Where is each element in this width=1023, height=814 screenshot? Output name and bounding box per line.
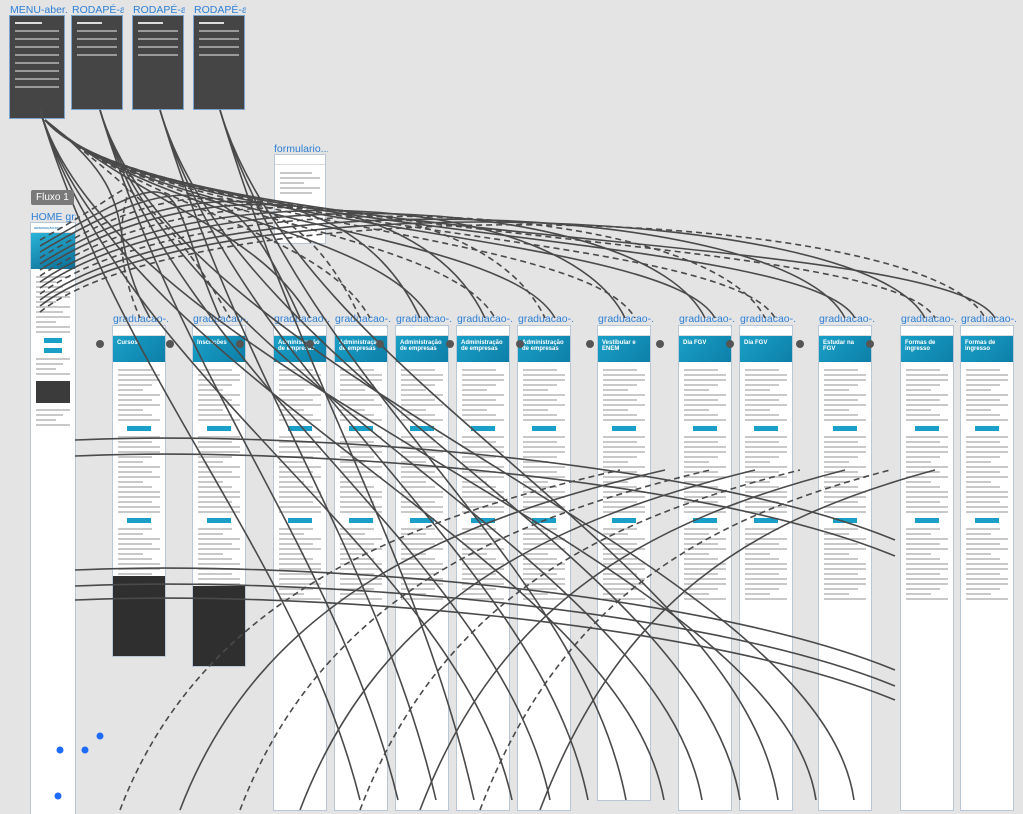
- screen-title: Formas de ingresso: [901, 336, 953, 362]
- menu-frame[interactable]: [10, 16, 64, 118]
- frame-label-home[interactable]: HOME grad...: [31, 211, 76, 223]
- frame-label-g6[interactable]: graduacao-...: [457, 313, 513, 325]
- frame-label-g3[interactable]: graduacao-...: [274, 313, 330, 325]
- frame-label-g11[interactable]: graduacao-...: [819, 313, 875, 325]
- screen-title: Estudar na FGV: [819, 336, 871, 362]
- graduacao-frame-4[interactable]: Administração de empresas: [335, 326, 387, 810]
- graduacao-frame-8[interactable]: Vestibular e ENEM: [598, 326, 650, 800]
- graduacao-frame-12[interactable]: Formas de ingresso: [901, 326, 953, 810]
- graduacao-frame-1[interactable]: Cursos: [113, 326, 165, 656]
- rodape-frame-3[interactable]: [194, 16, 244, 109]
- screen-title: Administração de empresas: [274, 336, 326, 362]
- rodape-frame-2[interactable]: [133, 16, 183, 109]
- graduacao-frame-6[interactable]: Administração de empresas: [457, 326, 509, 810]
- frame-label-formulario[interactable]: formulario...: [274, 143, 328, 155]
- frame-label-rodape-1[interactable]: RODAPÉ-ab...: [72, 4, 124, 16]
- home-frame[interactable]: GRADUAÇÃO FGV: [31, 223, 75, 814]
- frame-label-g10[interactable]: graduacao-...: [740, 313, 796, 325]
- graduacao-frame-5[interactable]: Administração de empresas: [396, 326, 448, 810]
- graduacao-frame-2[interactable]: Inscrições: [193, 326, 245, 666]
- graduacao-frame-11[interactable]: Estudar na FGV: [819, 326, 871, 810]
- formulario-frame[interactable]: [275, 155, 325, 243]
- graduacao-frame-10[interactable]: Dia FGV: [740, 326, 792, 810]
- frame-label-rodape-3[interactable]: RODAPÉ-ab...: [194, 4, 246, 16]
- frame-label-rodape-2[interactable]: RODAPÉ-ab...: [133, 4, 185, 16]
- graduacao-frame-9[interactable]: Dia FGV: [679, 326, 731, 810]
- home-brand: GRADUAÇÃO FGV: [31, 223, 75, 233]
- rodape-frame-1[interactable]: [72, 16, 122, 109]
- graduacao-frame-3[interactable]: Administração de empresas: [274, 326, 326, 810]
- screen-title: Administração de empresas: [457, 336, 509, 362]
- flow-tag[interactable]: Fluxo 1: [31, 190, 74, 205]
- graduacao-frame-13[interactable]: Formas de ingresso: [961, 326, 1013, 810]
- frame-label-g4[interactable]: graduacao-...: [335, 313, 391, 325]
- screen-title: Inscrições: [193, 336, 245, 362]
- frame-label-g9[interactable]: graduacao-...: [679, 313, 735, 325]
- screen-title: Administração de empresas: [518, 336, 570, 362]
- screen-title: Dia FGV: [740, 336, 792, 362]
- frame-label-g5[interactable]: graduacao-...: [396, 313, 452, 325]
- screen-title: Dia FGV: [679, 336, 731, 362]
- screen-title: Formas de ingresso: [961, 336, 1013, 362]
- screen-title: Cursos: [113, 336, 165, 362]
- screen-title: Vestibular e ENEM: [598, 336, 650, 362]
- frame-label-g7[interactable]: graduacao-...: [518, 313, 574, 325]
- frame-label-g1[interactable]: graduacao-...: [113, 313, 169, 325]
- graduacao-frame-7[interactable]: Administração de empresas: [518, 326, 570, 810]
- screen-title: Administração de empresas: [396, 336, 448, 362]
- frame-label-g2[interactable]: graduacao-...: [193, 313, 249, 325]
- frame-label-g12[interactable]: graduacao-...: [901, 313, 957, 325]
- frame-label-menu[interactable]: MENU-aber...: [10, 4, 68, 16]
- frame-label-g13[interactable]: graduacao-...: [961, 313, 1017, 325]
- screen-title: Administração de empresas: [335, 336, 387, 362]
- frame-label-g8[interactable]: graduacao-...: [598, 313, 654, 325]
